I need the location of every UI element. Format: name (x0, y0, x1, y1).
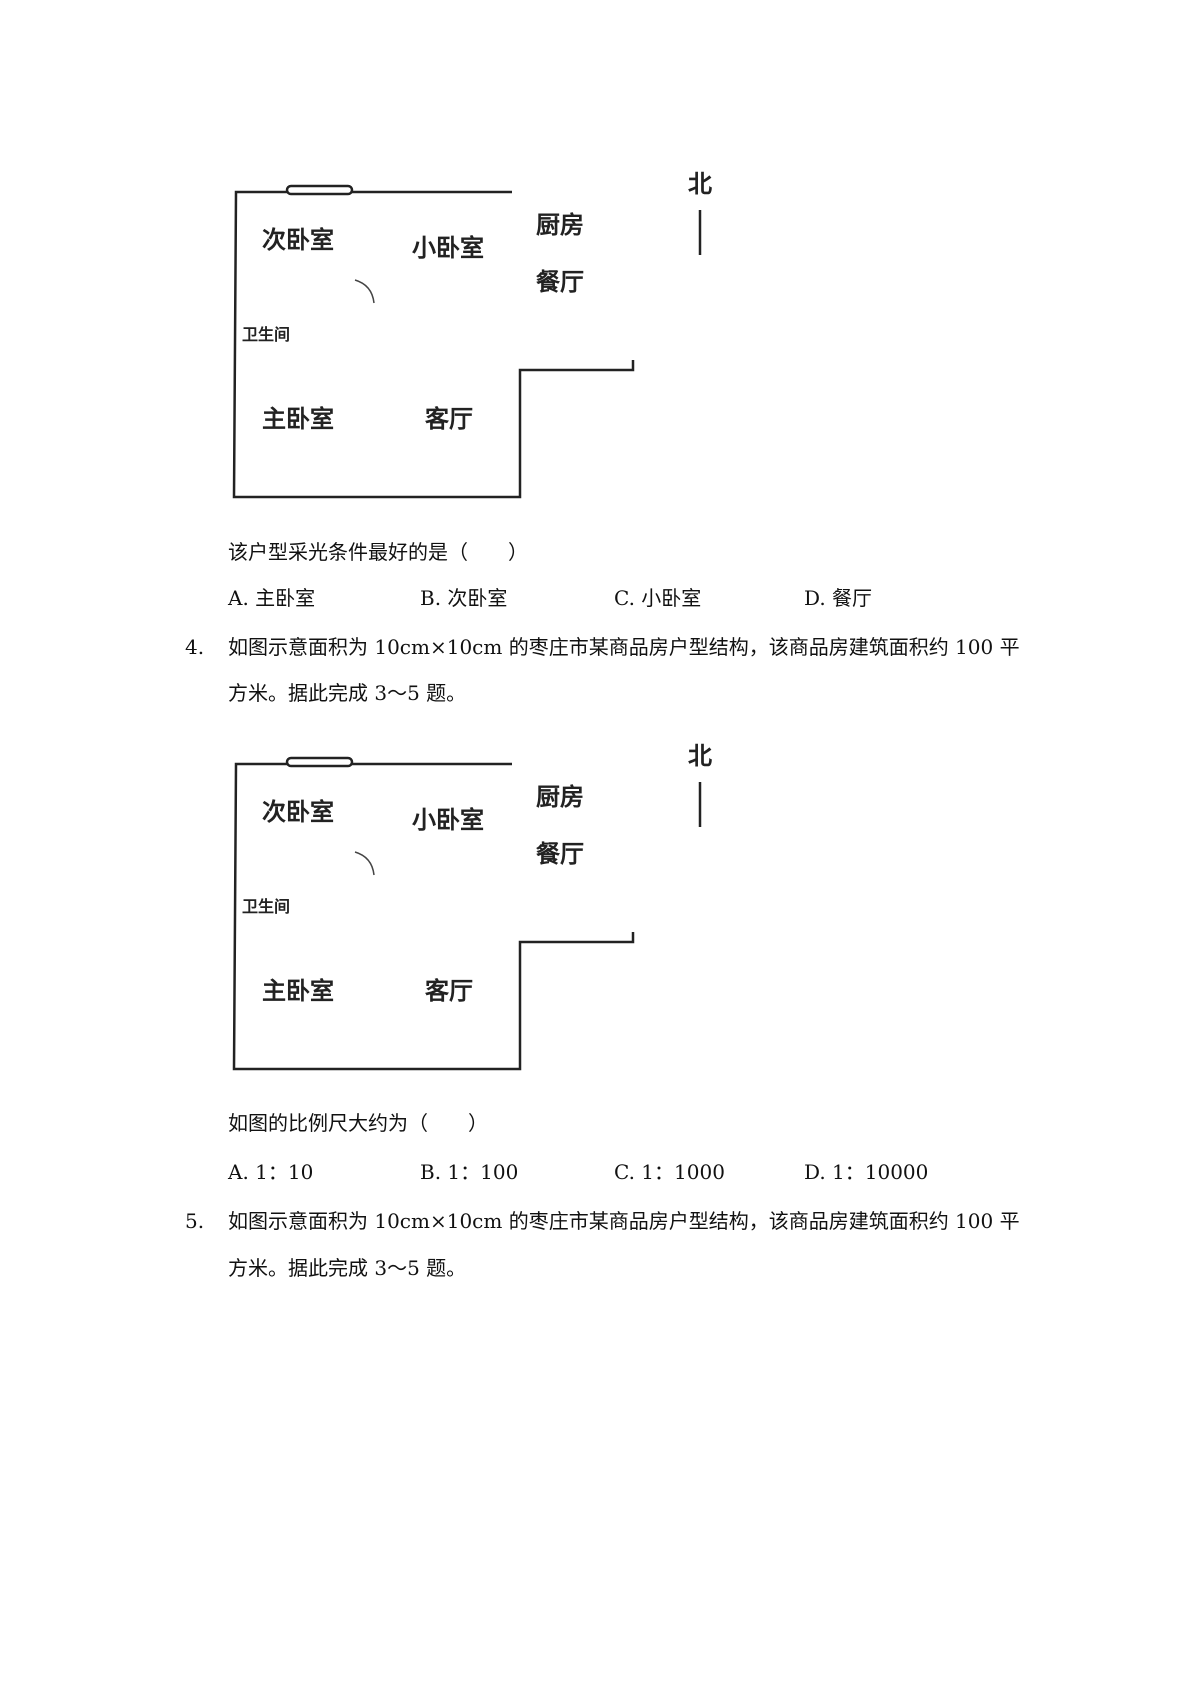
floor-plan-1: 次卧室 小卧室 厨房 餐厅 卫生间 主卧室 客厅 北 (232, 170, 712, 499)
q5-number: 5. (185, 1209, 205, 1233)
room-label-small-bedroom: 小卧室 (412, 234, 484, 262)
room-label-bathroom: 卫生间 (242, 897, 290, 916)
q4-intro-line2: 方米。据此完成 3～5 题。 (228, 681, 467, 705)
q3-option-a: A. 主卧室 (228, 586, 316, 610)
room-label-living-room: 客厅 (425, 977, 473, 1005)
windows (285, 756, 354, 768)
q4-intro-line1: 如图示意面积为 10cm×10cm 的枣庄市某商品房户型结构，该商品房建筑面积约… (228, 635, 1020, 659)
q3-option-d: D. 餐厅 (804, 586, 873, 610)
room-label-small-bedroom: 小卧室 (412, 806, 484, 834)
room-label-second-bedroom: 次卧室 (262, 226, 334, 254)
q4-option-c: C. 1：1000 (614, 1160, 725, 1184)
north-label: 北 (688, 742, 712, 770)
doors (354, 279, 375, 304)
q4-option-b: B. 1：100 (420, 1160, 519, 1184)
room-label-bathroom: 卫生间 (242, 325, 290, 344)
q3-option-b: B. 次卧室 (420, 586, 508, 610)
q3-stem: 该户型采光条件最好的是（ ） (228, 540, 528, 564)
room-label-dining-room: 餐厅 (536, 840, 584, 868)
room-label-master-bedroom: 主卧室 (262, 405, 334, 433)
windows (285, 184, 354, 196)
q4-option-a: A. 1：10 (228, 1160, 314, 1184)
q3-option-c: C. 小卧室 (614, 586, 702, 610)
walls (232, 190, 635, 499)
doors (354, 851, 375, 876)
north-label: 北 (688, 170, 712, 198)
q4-stem: 如图的比例尺大约为（ ） (228, 1111, 488, 1135)
room-label-dining-room: 餐厅 (536, 268, 584, 296)
walls (232, 762, 635, 1071)
q5-intro-line2: 方米。据此完成 3～5 题。 (228, 1256, 467, 1280)
room-label-second-bedroom: 次卧室 (262, 798, 334, 826)
floor-plan-2: 次卧室 小卧室 厨房 餐厅 卫生间 主卧室 客厅 北 (232, 742, 712, 1071)
room-label-living-room: 客厅 (425, 405, 473, 433)
room-label-kitchen: 厨房 (536, 783, 584, 811)
q5-intro-line1: 如图示意面积为 10cm×10cm 的枣庄市某商品房户型结构，该商品房建筑面积约… (228, 1209, 1020, 1233)
room-label-kitchen: 厨房 (536, 211, 584, 239)
room-label-master-bedroom: 主卧室 (262, 977, 334, 1005)
q4-option-d: D. 1：10000 (804, 1160, 929, 1184)
q4-number: 4. (185, 635, 205, 659)
